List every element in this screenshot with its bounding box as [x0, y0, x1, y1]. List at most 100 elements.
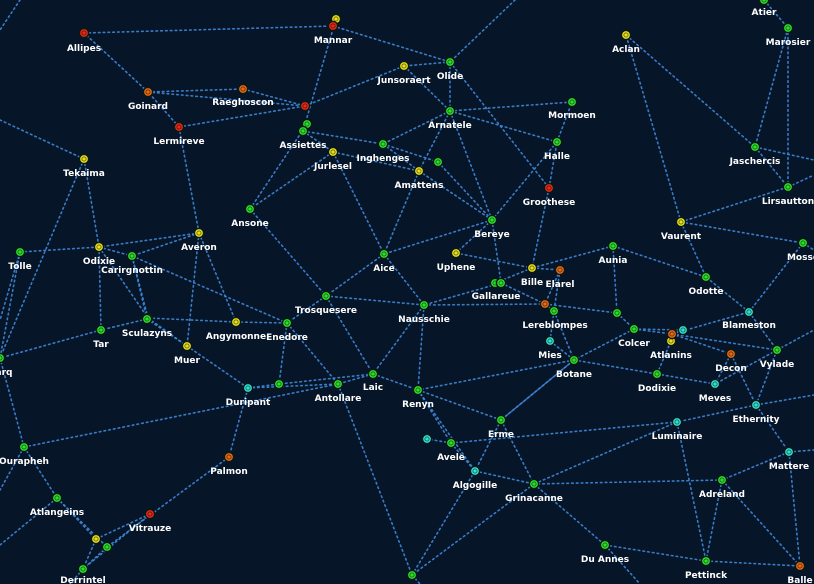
system-node-inghenges[interactable]	[377, 138, 389, 150]
waypoint-node-ler-n[interactable]	[548, 305, 560, 317]
system-label-jaschercis: Jaschercis	[729, 157, 781, 167]
jump-lane-nausschie-lereblompes	[423, 303, 546, 306]
system-node-mannar[interactable]	[327, 20, 339, 32]
system-node-balle[interactable]	[794, 560, 806, 572]
system-node-decon[interactable]	[725, 348, 737, 360]
waypoint-node-duripant-n[interactable]	[273, 378, 285, 390]
system-node-carirgnottin[interactable]	[126, 250, 138, 262]
system-label-uphene: Uphene	[437, 263, 476, 273]
jump-lane-atlangeins-n2-derrintel	[82, 546, 108, 570]
system-node-averon[interactable]	[193, 227, 205, 239]
waypoint-node-colcer-n[interactable]	[611, 307, 623, 319]
system-node-ethernity[interactable]	[750, 399, 762, 411]
waypoint-node-atl-n1[interactable]	[677, 324, 689, 336]
jump-lane-arnatele-amattens	[418, 110, 451, 172]
system-node-botane[interactable]	[568, 354, 580, 366]
system-node-olide[interactable]	[444, 56, 456, 68]
system-node-odotte[interactable]	[700, 271, 712, 283]
system-node-renyn[interactable]	[412, 384, 424, 396]
system-node-nausschie[interactable]	[418, 299, 430, 311]
system-label-atlanins: Atlanins	[650, 351, 692, 361]
system-node-gallareue[interactable]	[495, 277, 507, 289]
system-node-bereye[interactable]	[486, 214, 498, 226]
waypoint-node-avele-n[interactable]	[421, 433, 433, 445]
system-node-jurlesel[interactable]	[327, 146, 339, 158]
system-node-aice[interactable]	[378, 248, 390, 260]
system-node-mattere[interactable]	[783, 446, 795, 458]
system-node-marosier[interactable]	[782, 22, 794, 34]
system-node-sculazyns[interactable]	[141, 313, 153, 325]
system-node-assiettes[interactable]	[297, 125, 309, 137]
system-node-pettinck[interactable]	[700, 555, 712, 567]
system-node-grinacanne[interactable]	[528, 478, 540, 490]
system-node-raeghoscon[interactable]	[237, 83, 249, 95]
system-node-luminaire[interactable]	[671, 416, 683, 428]
waypoint-node-amattens-n[interactable]	[432, 156, 444, 168]
system-node-colcer[interactable]	[628, 323, 640, 335]
jump-lane-vylade-meves	[714, 349, 778, 385]
system-node-lirsautton[interactable]	[782, 181, 794, 193]
system-node-lermireve[interactable]	[173, 121, 185, 133]
system-node-laic[interactable]	[367, 368, 379, 380]
system-node-atlanins[interactable]	[666, 328, 678, 340]
system-node-groothese[interactable]	[543, 182, 555, 194]
system-node-ourapheh[interactable]	[18, 441, 30, 453]
system-node-du-annes[interactable]	[599, 539, 611, 551]
system-label-arnatele: Arnatele	[428, 121, 471, 131]
system-node-duripant[interactable]	[242, 382, 254, 394]
system-node-trosquesere[interactable]	[320, 290, 332, 302]
system-node-jaschercis[interactable]	[749, 141, 761, 153]
jump-lane-erme-botane	[500, 359, 575, 421]
system-node-palmon[interactable]	[223, 451, 235, 463]
system-node-allipes[interactable]	[78, 27, 90, 39]
system-node-blameston[interactable]	[743, 306, 755, 318]
system-node-adreland[interactable]	[716, 474, 728, 486]
system-node-arnatele[interactable]	[444, 105, 456, 117]
system-node-aclan[interactable]	[620, 29, 632, 41]
system-node-elarel[interactable]	[554, 264, 566, 276]
jump-lane-tolle-arq	[0, 251, 21, 359]
system-node-erme[interactable]	[495, 414, 507, 426]
waypoint-node-bottom-n[interactable]	[406, 569, 418, 581]
system-node-odixie[interactable]	[93, 241, 105, 253]
waypoint-node-raeg-n[interactable]	[299, 100, 311, 112]
system-node-enedore[interactable]	[281, 317, 293, 329]
system-node-angymonne[interactable]	[230, 316, 242, 328]
system-node-ansone[interactable]	[244, 203, 256, 215]
system-node-lereblompes[interactable]	[539, 298, 551, 310]
system-node-tolle[interactable]	[14, 246, 26, 258]
system-node-mosso[interactable]	[797, 237, 809, 249]
jump-lane-luminaire-grinacanne	[533, 421, 678, 485]
system-node-mies[interactable]	[544, 335, 556, 347]
system-node-avele[interactable]	[445, 437, 457, 449]
system-node-antollare[interactable]	[332, 378, 344, 390]
system-node-atier[interactable]	[758, 0, 770, 6]
system-node-goinard[interactable]	[142, 86, 154, 98]
waypoint-node-atlangeins-n1[interactable]	[90, 533, 102, 545]
system-node-tekaima[interactable]	[78, 153, 90, 165]
system-node-dodixie[interactable]	[651, 368, 663, 380]
system-node-meves[interactable]	[709, 378, 721, 390]
system-node-amattens[interactable]	[413, 165, 425, 177]
jump-lane-tekaima-odixie	[83, 158, 100, 248]
system-node-uphene[interactable]	[450, 247, 462, 259]
system-label-assiettes: Assiettes	[280, 141, 327, 151]
system-node-mormoen[interactable]	[566, 96, 578, 108]
system-node-derrintel[interactable]	[77, 563, 89, 575]
system-node-junsoraert[interactable]	[398, 60, 410, 72]
jump-lane-assiettes-jurlesel	[302, 130, 334, 153]
waypoint-node-atlangeins-n2[interactable]	[101, 541, 113, 553]
system-node-bille[interactable]	[526, 262, 538, 274]
system-node-algogille[interactable]	[469, 465, 481, 477]
jump-lane-decon-meves	[714, 353, 732, 385]
system-node-arq[interactable]	[0, 352, 6, 364]
system-node-vaurent[interactable]	[675, 216, 687, 228]
system-node-tar[interactable]	[95, 324, 107, 336]
system-node-muer[interactable]	[181, 340, 193, 352]
system-node-vitrauze[interactable]	[144, 508, 156, 520]
system-node-atlangeins[interactable]	[51, 492, 63, 504]
system-node-vylade[interactable]	[771, 344, 783, 356]
system-node-aunia[interactable]	[607, 240, 619, 252]
system-node-halle[interactable]	[551, 136, 563, 148]
